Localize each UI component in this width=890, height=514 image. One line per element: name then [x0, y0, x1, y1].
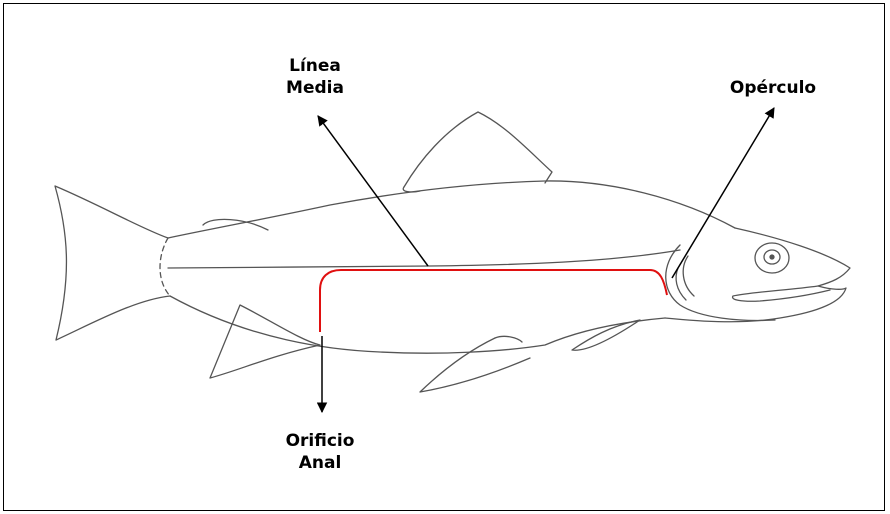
lateral-line — [168, 250, 680, 268]
caudal-peduncle-line — [160, 238, 170, 296]
arrow-linea-media — [318, 116, 428, 266]
pelvic-fin — [420, 338, 530, 392]
anal-fin — [210, 305, 320, 378]
label-orificio-anal: Orificio Anal — [265, 430, 375, 474]
mouth — [733, 286, 830, 301]
label-operculo: Opérculo — [718, 77, 828, 99]
label-linea-media: Línea Media — [270, 55, 360, 99]
gill-cover — [666, 245, 775, 320]
body-bottom-outline — [170, 296, 665, 353]
arrow-operculo — [672, 108, 774, 278]
pectoral-fin — [572, 320, 640, 350]
dorsal-fin — [404, 112, 552, 187]
body-top-outline — [168, 181, 735, 238]
abdominal-cut-line — [320, 270, 667, 332]
caudal-fin — [55, 186, 170, 340]
